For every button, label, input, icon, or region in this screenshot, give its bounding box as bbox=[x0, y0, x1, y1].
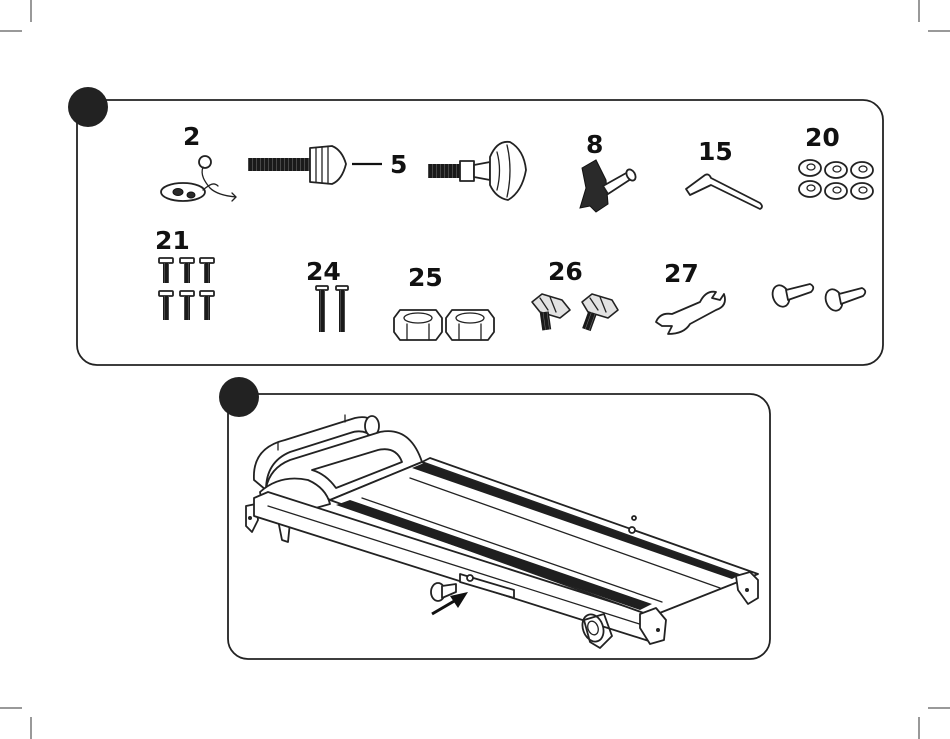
part-label-8: 8 bbox=[586, 130, 603, 159]
part-label-21: 21 bbox=[155, 226, 190, 255]
part-label-26: 26 bbox=[548, 257, 583, 286]
part-label-20: 20 bbox=[805, 123, 840, 152]
part-label-15: 15 bbox=[698, 137, 733, 166]
part-label-25: 25 bbox=[408, 263, 443, 292]
step-marker bbox=[219, 377, 259, 417]
assembly-panel bbox=[219, 377, 770, 659]
part-label-5: 5 bbox=[390, 150, 407, 179]
part-label-2: 2 bbox=[183, 122, 200, 151]
part-label-27: 27 bbox=[664, 259, 699, 288]
parts-panel: 2 5 8 bbox=[68, 87, 883, 365]
part-label-24: 24 bbox=[306, 257, 341, 286]
step-marker bbox=[68, 87, 108, 127]
